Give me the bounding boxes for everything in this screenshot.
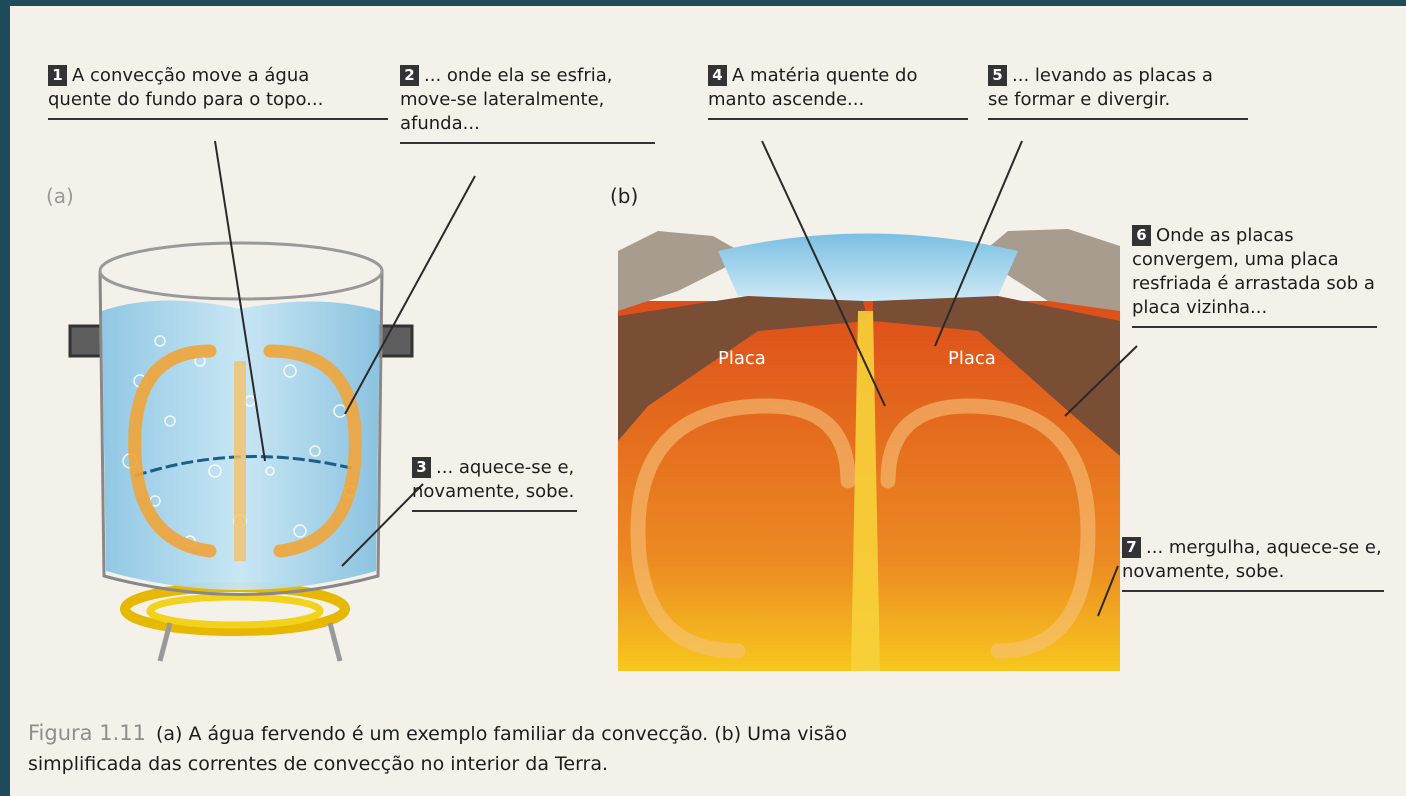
ocean xyxy=(718,233,1018,301)
caption-text: (a) A água fervendo é um exemplo familia… xyxy=(28,723,847,775)
callout-number: 4 xyxy=(708,65,727,86)
boundary-line xyxy=(134,455,356,478)
callout-number: 6 xyxy=(1132,225,1151,246)
callout-text: Onde as placas convergem, uma placa resf… xyxy=(1132,225,1375,318)
callout-text: ... onde ela se esfria, move-se lateralm… xyxy=(400,65,613,134)
pot-handle-left xyxy=(68,324,102,358)
convection-arrows xyxy=(128,344,362,558)
callout-text: A convecção move a água quente do fundo … xyxy=(48,65,324,110)
pot-rim xyxy=(98,241,384,301)
mountain-right xyxy=(978,229,1120,311)
figure-caption: Figura 1.11(a) A água fervendo é um exem… xyxy=(28,718,848,779)
callout-2: 2... onde ela se esfria, move-se lateral… xyxy=(400,64,655,144)
pot-body xyxy=(98,270,384,596)
mountain-left xyxy=(618,231,748,311)
plate-label-right: Placa xyxy=(948,348,996,369)
panel-label-a: (a) xyxy=(46,184,74,208)
figure-number: Figura 1.11 xyxy=(28,721,146,745)
callout-text: ... levando as placas a se formar e dive… xyxy=(988,65,1213,110)
callout-3: 3... aquece-se e, novamente, sobe. xyxy=(412,456,582,512)
callout-7: 7... mergulha, aquece-se e, novamente, s… xyxy=(1122,536,1384,592)
panel-label-b: (b) xyxy=(610,184,639,208)
pot-handle-right xyxy=(378,324,414,358)
callout-number: 7 xyxy=(1122,537,1141,558)
mantle-convection-arrows xyxy=(630,398,1096,659)
burner-ring-inner xyxy=(146,593,324,629)
callout-number: 5 xyxy=(988,65,1007,86)
mantle-cross-section: Placa Placa xyxy=(618,229,1120,671)
callout-text: A matéria quente do manto ascende... xyxy=(708,65,918,110)
callout-number: 3 xyxy=(412,457,431,478)
ridge-upwelling xyxy=(851,311,880,671)
plate-left xyxy=(618,296,868,441)
burner-leg xyxy=(157,622,173,662)
callout-number: 2 xyxy=(400,65,419,86)
callout-text: ... mergulha, aquece-se e, novamente, so… xyxy=(1122,537,1382,582)
callout-number: 1 xyxy=(48,65,67,86)
boiling-pot-illustration xyxy=(68,241,414,662)
plate-right xyxy=(873,296,1120,456)
leader-lines xyxy=(214,140,1138,617)
callout-5: 5... levando as placas a se formar e div… xyxy=(988,64,1248,120)
burner-leg xyxy=(327,622,343,662)
callout-text: ... aquece-se e, novamente, sobe. xyxy=(412,457,575,502)
plate-label-left: Placa xyxy=(718,348,766,369)
